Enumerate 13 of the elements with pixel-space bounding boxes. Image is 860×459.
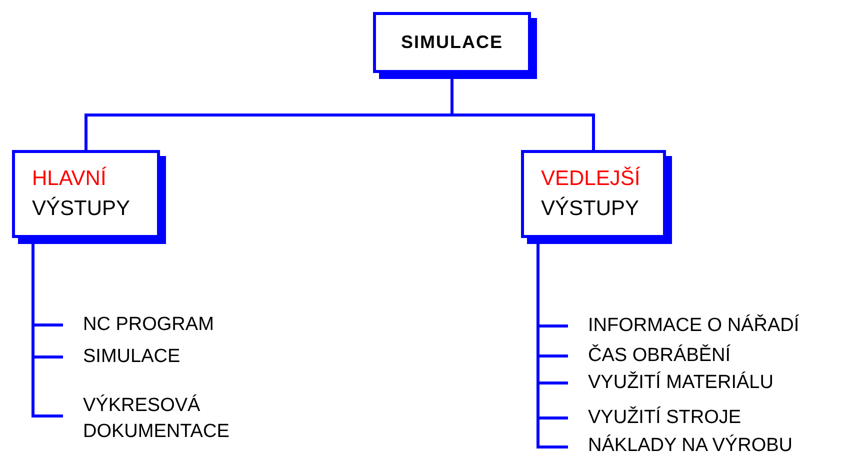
output-item: VÝKRESOVÁ DOKUMENTACE — [83, 394, 230, 444]
category-heading: VEDLEJŠÍ — [541, 166, 640, 192]
output-item: ČAS OBRÁBĚNÍ — [588, 343, 732, 368]
category-subtitle: VÝSTUPY — [541, 196, 640, 222]
output-item: INFORMACE O NÁŘADÍ — [588, 313, 800, 338]
output-item: SIMULACE — [83, 345, 182, 369]
category-subtitle: VÝSTUPY — [32, 196, 130, 222]
output-item: VYUŽITÍ STROJE — [588, 405, 742, 430]
output-item: NC PROGRAM — [83, 313, 215, 337]
output-item: NÁKLADY NA VÝROBU — [588, 434, 794, 458]
output-item: VYUŽITÍ MATERIÁLU — [588, 370, 774, 395]
root-title: SIMULACE — [401, 31, 503, 54]
category-heading: HLAVNÍ — [32, 166, 106, 192]
